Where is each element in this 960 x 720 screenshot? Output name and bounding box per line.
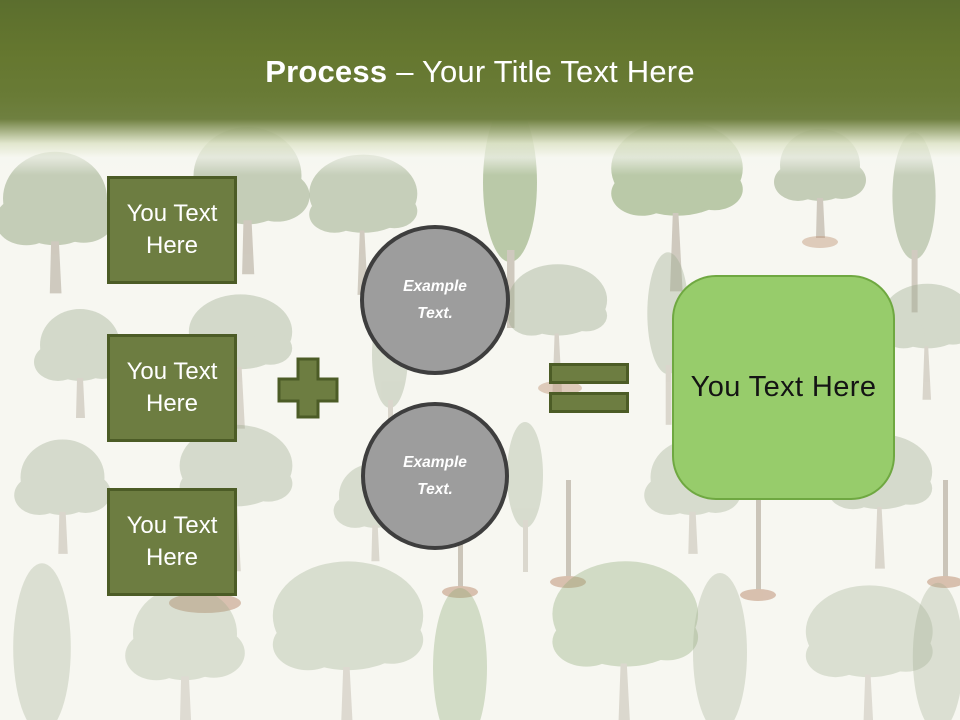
equals-icon[interactable] bbox=[549, 363, 629, 413]
header-band: Process– Your Title Text Here bbox=[0, 0, 960, 175]
example-circle-1[interactable]: Example Text. bbox=[360, 225, 510, 375]
input-box-1[interactable]: You Text Here bbox=[107, 176, 237, 284]
example-circle-2-label: Example Text. bbox=[403, 453, 467, 498]
input-box-3[interactable]: You Text Here bbox=[107, 488, 237, 596]
example-circle-2[interactable]: Example Text. bbox=[361, 402, 509, 550]
slide-title[interactable]: Process– Your Title Text Here bbox=[0, 54, 960, 90]
plus-icon[interactable] bbox=[277, 357, 339, 419]
equals-bar-bottom bbox=[549, 392, 629, 413]
equals-bar-top bbox=[549, 363, 629, 384]
slide-title-emphasis: Process bbox=[265, 54, 388, 89]
input-box-2-label: You Text Here bbox=[126, 358, 218, 417]
result-box[interactable]: You Text Here bbox=[672, 275, 895, 500]
slide-title-text: – Your Title Text Here bbox=[396, 54, 695, 89]
input-box-1-label: You Text Here bbox=[126, 200, 218, 259]
example-circle-1-label: Example Text. bbox=[403, 277, 467, 322]
input-box-3-label: You Text Here bbox=[126, 512, 218, 571]
input-box-2[interactable]: You Text Here bbox=[107, 334, 237, 442]
result-box-label: You Text Here bbox=[690, 371, 877, 403]
